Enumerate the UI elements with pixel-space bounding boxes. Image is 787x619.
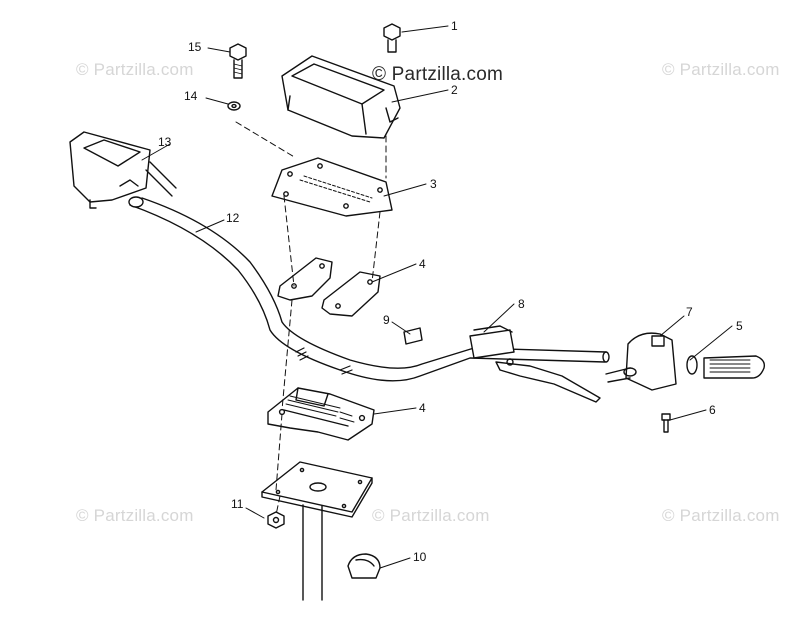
column-mount-plate — [261, 461, 373, 518]
callout-6: 6 — [709, 403, 716, 417]
spacer-9 — [403, 327, 423, 345]
throttle-housing — [605, 332, 677, 391]
watermark-top-left: © Partzilla.com — [76, 60, 194, 79]
steering-column — [302, 504, 323, 601]
screw-6 — [661, 413, 671, 433]
bolt-15 — [229, 43, 247, 79]
callout-9: 9 — [383, 313, 390, 327]
top-plate — [271, 157, 393, 217]
washer-14 — [227, 101, 241, 111]
callout-1: 1 — [451, 19, 458, 33]
handlebar-pad — [281, 55, 401, 139]
handlebar-grip — [686, 355, 766, 379]
handlebar — [128, 196, 610, 382]
callout-15: 15 — [188, 40, 202, 54]
callout-5: 5 — [736, 319, 743, 333]
callout-3: 3 — [430, 177, 437, 191]
watermark-top-right: © Partzilla.com — [662, 60, 780, 79]
callout-7: 7 — [686, 305, 693, 319]
alignment-lines — [235, 121, 387, 516]
upper-handlebar-clamp — [277, 257, 381, 317]
callout-11: 11 — [231, 497, 244, 511]
lower-handlebar-clamp — [267, 387, 375, 441]
cable-clamp — [347, 553, 381, 579]
watermark-bottom-left: © Partzilla.com — [76, 506, 194, 525]
brake-master-cylinder — [69, 131, 177, 209]
watermark-bottom-right: © Partzilla.com — [662, 506, 780, 525]
leader-lines — [141, 25, 733, 569]
callout-4-upper: 4 — [419, 257, 426, 271]
callout-10: 10 — [413, 550, 427, 564]
callout-12: 12 — [226, 211, 240, 225]
callout-13: 13 — [158, 135, 172, 149]
callout-8: 8 — [518, 297, 525, 311]
bolt-1 — [383, 23, 401, 53]
callout-14: 14 — [184, 89, 198, 103]
watermark-bottom-center: © Partzilla.com — [372, 506, 490, 525]
nut-11 — [267, 511, 285, 529]
callout-2: 2 — [451, 83, 458, 97]
watermark-center: © Partzilla.com — [372, 64, 504, 85]
callout-4-lower: 4 — [419, 401, 426, 415]
right-control-lever — [469, 325, 601, 403]
